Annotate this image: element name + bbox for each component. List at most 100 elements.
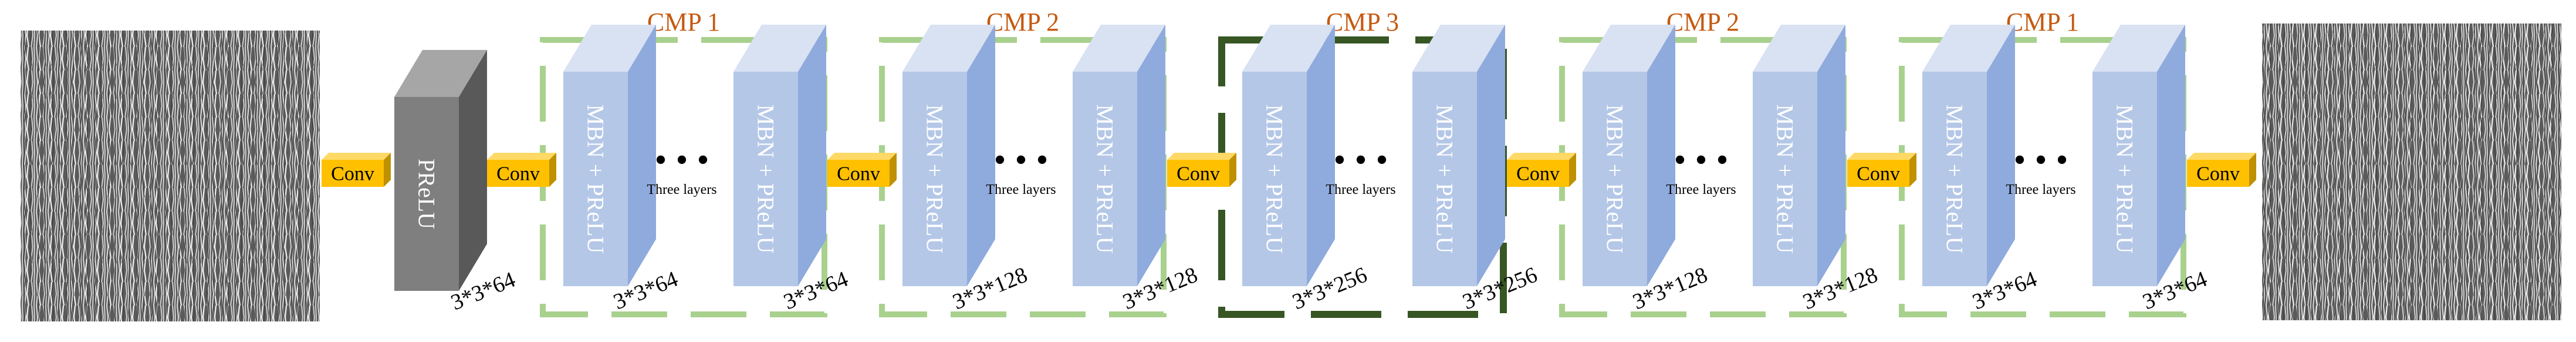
mbn-block-front [1922, 72, 1987, 286]
output-image [2262, 24, 2561, 320]
three-layers-label: Three layers [2006, 182, 2075, 197]
conv-connector-5: Conv [1507, 153, 1576, 187]
cmp-module-title: CMP 1 [2006, 8, 2079, 36]
mbn-block-label: MBN + PReLU [1432, 105, 1458, 254]
conv-top [1167, 153, 1236, 160]
mbn-block-front [733, 72, 798, 286]
conv-top [2187, 153, 2256, 160]
conv-label: Conv [1516, 163, 1560, 185]
mbn-block-front [1242, 72, 1307, 286]
conv-front [827, 160, 890, 187]
mbn-block-top [2092, 25, 2185, 72]
cmp-module-title: CMP 2 [1666, 8, 1739, 36]
cmp-module-title: CMP 1 [647, 8, 720, 36]
three-layers-label: Three layers [647, 182, 716, 197]
mbn-block-top [1583, 25, 1675, 72]
conv-top [1507, 153, 1576, 160]
mbn-block-top [563, 25, 656, 72]
input-image [21, 31, 320, 321]
mbn-block-label: MBN + PReLU [1942, 105, 1968, 254]
conv-side [384, 153, 391, 187]
mbn-block-top [1242, 25, 1335, 72]
prelu-block-top [394, 50, 487, 97]
mbn-block-label: MBN + PReLU [2112, 105, 2138, 254]
conv-top [487, 153, 556, 160]
conv-side [549, 153, 556, 187]
conv-side [2249, 153, 2256, 187]
conv-top [1847, 153, 1916, 160]
mbn-block-label: MBN + PReLU [583, 105, 609, 254]
ellipsis-dots: • • • [993, 140, 1048, 179]
conv-connector-2: Conv [487, 153, 556, 187]
mbn-block-top [1412, 25, 1505, 72]
mbn-block-side [798, 25, 826, 286]
conv-connectors: Conv Conv Conv Conv Conv Conv Conv [322, 153, 2256, 187]
prelu-block-front [394, 97, 459, 291]
mbn-block-label: MBN + PReLU [753, 105, 779, 254]
mbn-block-front [2092, 72, 2157, 286]
conv-top [827, 153, 897, 160]
ellipsis-dots: • • • [2013, 140, 2068, 179]
conv-label: Conv [837, 163, 880, 185]
mbn-block-front [1753, 72, 1817, 286]
cmp-module-title: CMP 2 [986, 8, 1059, 36]
conv-front [1507, 160, 1569, 187]
conv-connector-4: Conv [1167, 153, 1236, 187]
conv-label: Conv [1177, 163, 1220, 185]
mbn-block-label: MBN + PReLU [922, 105, 948, 254]
mbn-block-front [563, 72, 628, 286]
mbn-block-side [967, 25, 995, 286]
conv-label: Conv [1857, 163, 1900, 185]
ellipsis-dots: • • • [1333, 140, 1388, 179]
conv-top [322, 153, 391, 160]
mbn-block-front [1073, 72, 1137, 286]
three-layers-label: Three layers [1666, 182, 1736, 197]
mbn-block-side [1137, 25, 1165, 286]
mbn-block-top [1753, 25, 1845, 72]
conv-label: Conv [331, 163, 374, 185]
three-layers-label: Three layers [1326, 182, 1395, 197]
conv-front [322, 160, 384, 187]
conv-side [1229, 153, 1236, 187]
mbn-block-label: MBN + PReLU [1262, 105, 1288, 254]
mbn-block-side [1817, 25, 1845, 286]
conv-front [1167, 160, 1229, 187]
conv-connector-6: Conv [1847, 153, 1916, 187]
conv-connector-1: Conv [322, 153, 391, 187]
mbn-block-label: MBN + PReLU [1772, 105, 1799, 254]
mbn-block-top [733, 25, 826, 72]
conv-side [1909, 153, 1916, 187]
mbn-block-side [628, 25, 656, 286]
ellipsis-dots: • • • [654, 140, 709, 179]
prelu-block-side [459, 50, 487, 291]
conv-front [487, 160, 549, 187]
conv-front [2187, 160, 2249, 187]
mbn-block-side [2157, 25, 2185, 286]
mbn-block-label: MBN + PReLU [1602, 105, 1628, 254]
conv-label: Conv [2196, 163, 2240, 185]
cmp-module-title: CMP 3 [1326, 8, 1399, 36]
mbn-block-label: MBN + PReLU [1092, 105, 1118, 254]
conv-label: Conv [496, 163, 540, 185]
conv-connector-3: Conv [827, 153, 897, 187]
mbn-block-top [902, 25, 995, 72]
mbn-block-side [1477, 25, 1505, 286]
mbn-block-side [1987, 25, 2015, 286]
conv-side [890, 153, 897, 187]
mbn-block-side [1647, 25, 1675, 286]
three-layers-label: Three layers [986, 182, 1056, 197]
mbn-block-top [1922, 25, 2015, 72]
conv-front [1847, 160, 1909, 187]
prelu-label: PReLU [414, 159, 440, 229]
conv-side [1569, 153, 1576, 187]
conv-connector-7: Conv [2187, 153, 2256, 187]
mbn-block-front [902, 72, 967, 286]
mbn-block-side [1307, 25, 1335, 286]
